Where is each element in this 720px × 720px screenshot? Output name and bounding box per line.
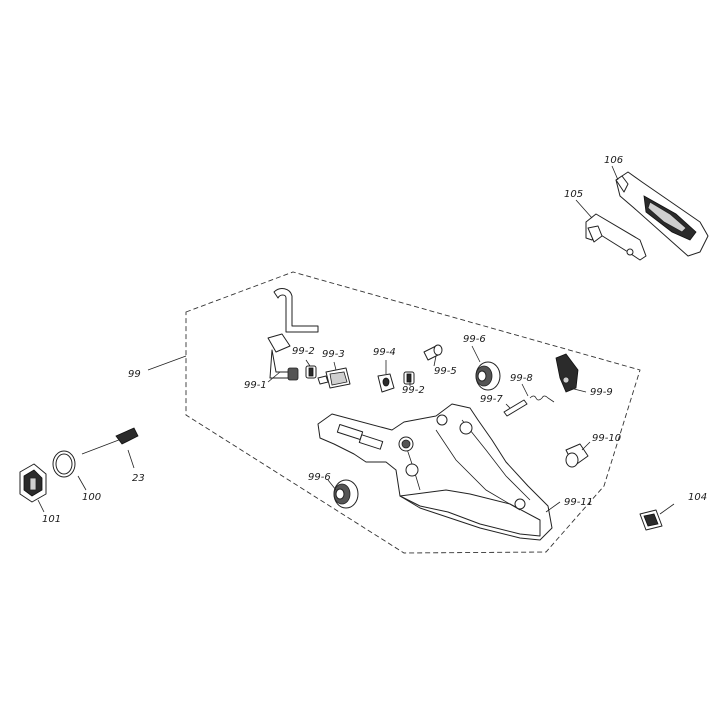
screw-99-5	[423, 344, 443, 361]
oil-hose-23	[81, 427, 139, 455]
label-99: 99	[128, 369, 141, 380]
part-labels: 106 105 99 99-1 99-2 99-3 99-4 99-2 99-5…	[42, 155, 707, 525]
label-99-6-b: 99-6	[308, 472, 331, 483]
label-99-1: 99-1	[244, 380, 267, 391]
buffer-99-6-b	[333, 479, 359, 509]
leader-lines	[37, 165, 675, 515]
pin-99-7	[503, 399, 528, 417]
grommet-99-4	[377, 373, 395, 393]
fuel-filter-99-3	[317, 367, 351, 389]
label-99-11: 99-11	[564, 497, 593, 508]
label-99-6-a: 99-6	[463, 334, 486, 345]
fuel-hose-99-1	[267, 288, 319, 381]
label-99-4: 99-4	[373, 347, 396, 358]
label-99-8: 99-8	[510, 373, 533, 384]
assembly-99-boundary	[185, 271, 641, 554]
label-105: 105	[564, 189, 583, 200]
bracket-105	[585, 213, 647, 261]
label-99-5: 99-5	[434, 366, 457, 377]
fitting-99-2-b	[403, 371, 415, 385]
fitting-99-2-a	[305, 365, 317, 379]
label-99-2-b: 99-2	[402, 385, 425, 396]
label-23: 23	[132, 473, 145, 484]
rear-handle-106	[615, 171, 709, 257]
switch-104	[639, 509, 663, 531]
label-106: 106	[604, 155, 623, 166]
label-101: 101	[42, 514, 61, 525]
label-100: 100	[82, 492, 101, 503]
buffer-99-6-a	[475, 361, 501, 391]
spring-99-8	[529, 395, 555, 403]
label-104: 104	[688, 492, 707, 503]
label-99-3: 99-3	[322, 349, 345, 360]
label-99-7: 99-7	[480, 394, 503, 405]
lever-99-9	[555, 353, 579, 393]
label-99-9: 99-9	[590, 387, 613, 398]
housing-99-11	[317, 403, 553, 541]
label-99-10: 99-10	[592, 433, 621, 444]
tank-cap-101	[19, 463, 47, 503]
label-99-2-a: 99-2	[292, 346, 315, 357]
o-ring-100	[52, 450, 76, 478]
